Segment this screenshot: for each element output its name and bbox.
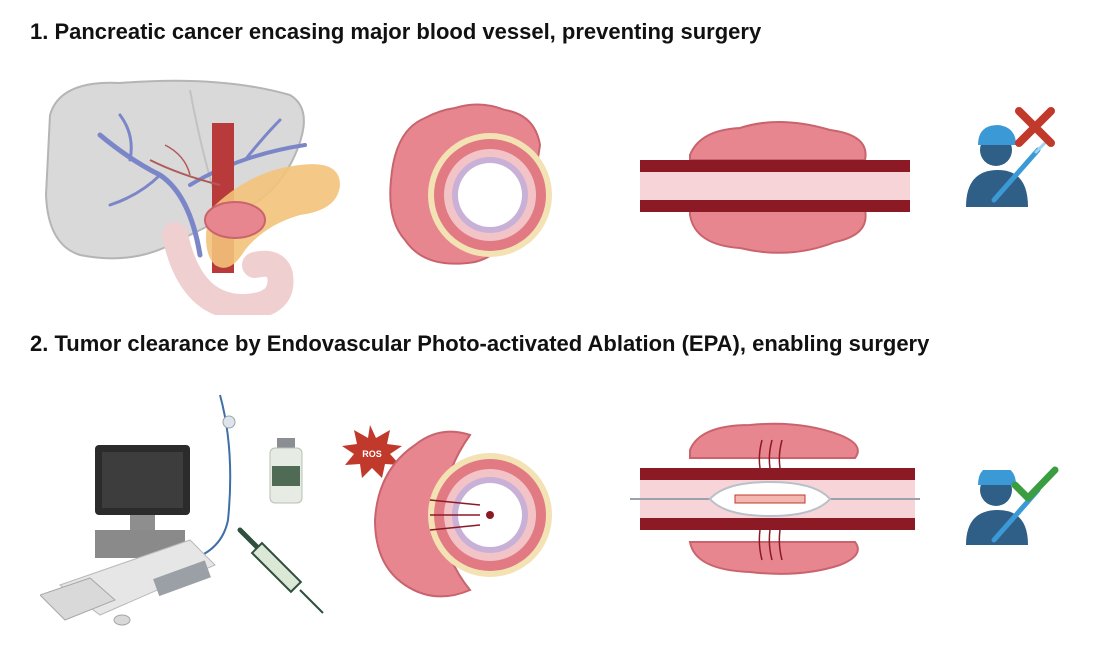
liver-pancreas-anatomy-icon: [44, 79, 340, 315]
ros-label: ROS: [362, 449, 382, 459]
cross-icon: [1015, 107, 1055, 147]
vessel-cross-section-icon: [389, 103, 552, 265]
vessel-cross-section-ros: ROS: [340, 420, 560, 610]
photosensitizer-vial: [265, 438, 307, 506]
ros-burst-icon: [342, 425, 402, 478]
liver-pancreas-anatomy-illustration: [40, 75, 360, 315]
vessel-longitudinal-icon: [640, 121, 910, 254]
computer-console-icon: [40, 394, 236, 626]
laser-console-computer: [40, 390, 250, 635]
check-icon: [1011, 466, 1059, 502]
surgeon-icon: [966, 125, 1050, 207]
section-1-heading: 1. Pancreatic cancer encasing major bloo…: [30, 19, 762, 44]
vial-icon: [269, 438, 303, 504]
surgeon-surgery-enabled: [958, 466, 1059, 580]
syringe-icon: [237, 527, 324, 614]
vessel-longitudinal-epa: [630, 420, 920, 580]
vessel-epa-icon: [630, 422, 920, 575]
syringe: [235, 525, 330, 620]
surgeon-surgery-not-possible: [958, 105, 1058, 215]
vessel-cross-section-ros-icon: ROS: [342, 425, 552, 598]
section-2-heading: 2. Tumor clearance by Endovascular Photo…: [30, 331, 930, 356]
vessel-longitudinal-encased: [640, 110, 915, 260]
surgeon-icon: [966, 470, 1041, 545]
vessel-cross-section-encased: [385, 100, 560, 270]
